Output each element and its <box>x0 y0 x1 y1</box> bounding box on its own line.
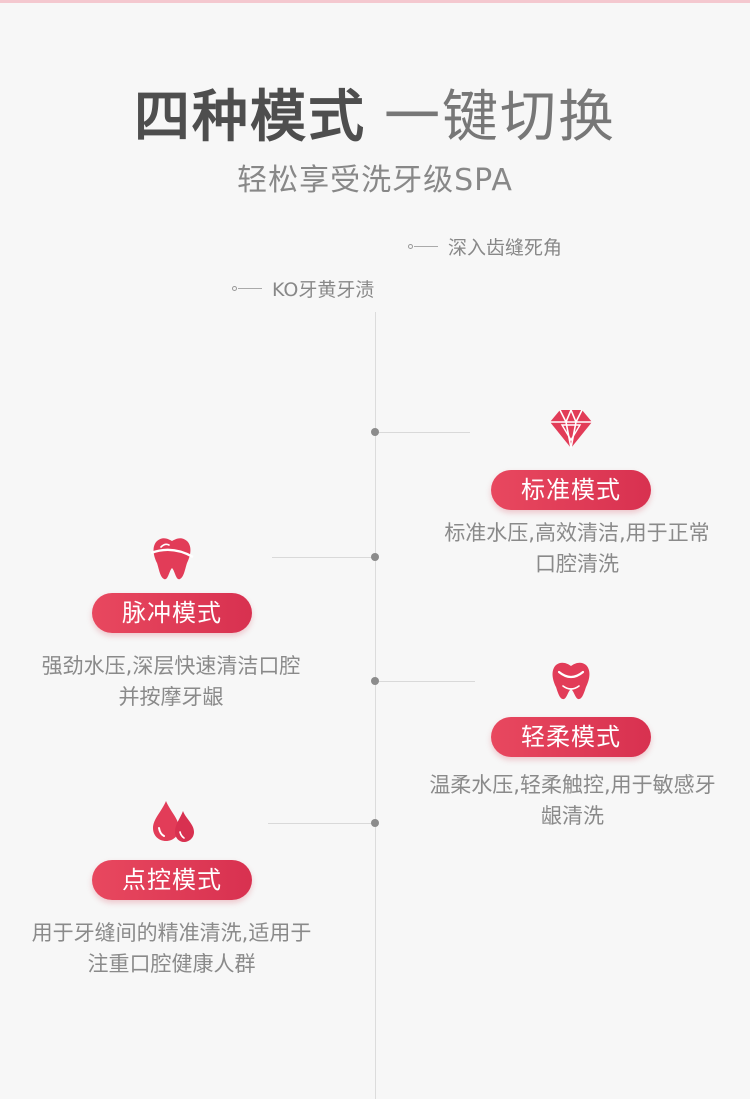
top-accent-line <box>0 0 750 3</box>
desc-line: 强劲水压,深层快速清洁口腔 <box>41 654 301 678</box>
timeline-node <box>371 677 379 685</box>
timeline-node <box>371 553 379 561</box>
connector-soft <box>375 681 475 682</box>
timeline-line <box>375 312 376 1099</box>
diamond-icon <box>548 406 594 456</box>
desc-line: 温柔水压,轻柔触控,用于敏感牙 <box>429 773 716 797</box>
desc-line: 注重口腔健康人群 <box>87 952 256 976</box>
bullet-dot-icon <box>232 286 237 291</box>
mode-badge-point: 点控模式 <box>92 860 252 900</box>
mode-badge-standard: 标准模式 <box>491 470 651 510</box>
water-drops-icon <box>149 797 197 849</box>
bullet-dash <box>238 288 262 289</box>
mode-desc-point: 用于牙缝间的精准清洗,适用于 注重口腔健康人群 <box>4 918 339 980</box>
page-subtitle: 轻松享受洗牙级SPA <box>237 163 513 198</box>
bullet-dash <box>414 246 438 247</box>
title-strong: 四种模式 <box>134 85 366 150</box>
desc-line: 口腔清洗 <box>535 552 619 576</box>
bullet-dot-icon <box>408 244 413 249</box>
feature-label: 深入齿缝死角 <box>448 237 563 259</box>
tooth-icon <box>149 535 195 587</box>
connector-point <box>268 823 375 824</box>
desc-line: 标准水压,高效清洁,用于正常 <box>444 521 710 545</box>
feature-item-stains: KO牙黄牙渍 <box>232 275 374 302</box>
mode-desc-pulse: 强劲水压,深层快速清洁口腔 并按摩牙龈 <box>6 651 336 713</box>
mode-desc-standard: 标准水压,高效清洁,用于正常 口腔清洗 <box>412 518 742 580</box>
timeline-node <box>371 428 379 436</box>
page-title: 四种模式一键切换 <box>0 72 750 153</box>
mode-badge-soft: 轻柔模式 <box>491 717 651 757</box>
connector-standard <box>375 432 470 433</box>
desc-line: 并按摩牙龈 <box>118 685 224 709</box>
feature-item-gaps: 深入齿缝死角 <box>408 233 562 260</box>
timeline-node <box>371 819 379 827</box>
soft-tooth-icon <box>549 660 593 706</box>
desc-line: 龈清洗 <box>541 804 604 828</box>
connector-pulse <box>272 557 375 558</box>
mode-desc-soft: 温柔水压,轻柔触控,用于敏感牙 龈清洗 <box>400 770 745 832</box>
desc-line: 用于牙缝间的精准清洗,适用于 <box>31 921 312 945</box>
feature-label: KO牙黄牙渍 <box>272 279 375 301</box>
title-light: 一键切换 <box>384 85 616 150</box>
mode-badge-pulse: 脉冲模式 <box>92 593 252 633</box>
